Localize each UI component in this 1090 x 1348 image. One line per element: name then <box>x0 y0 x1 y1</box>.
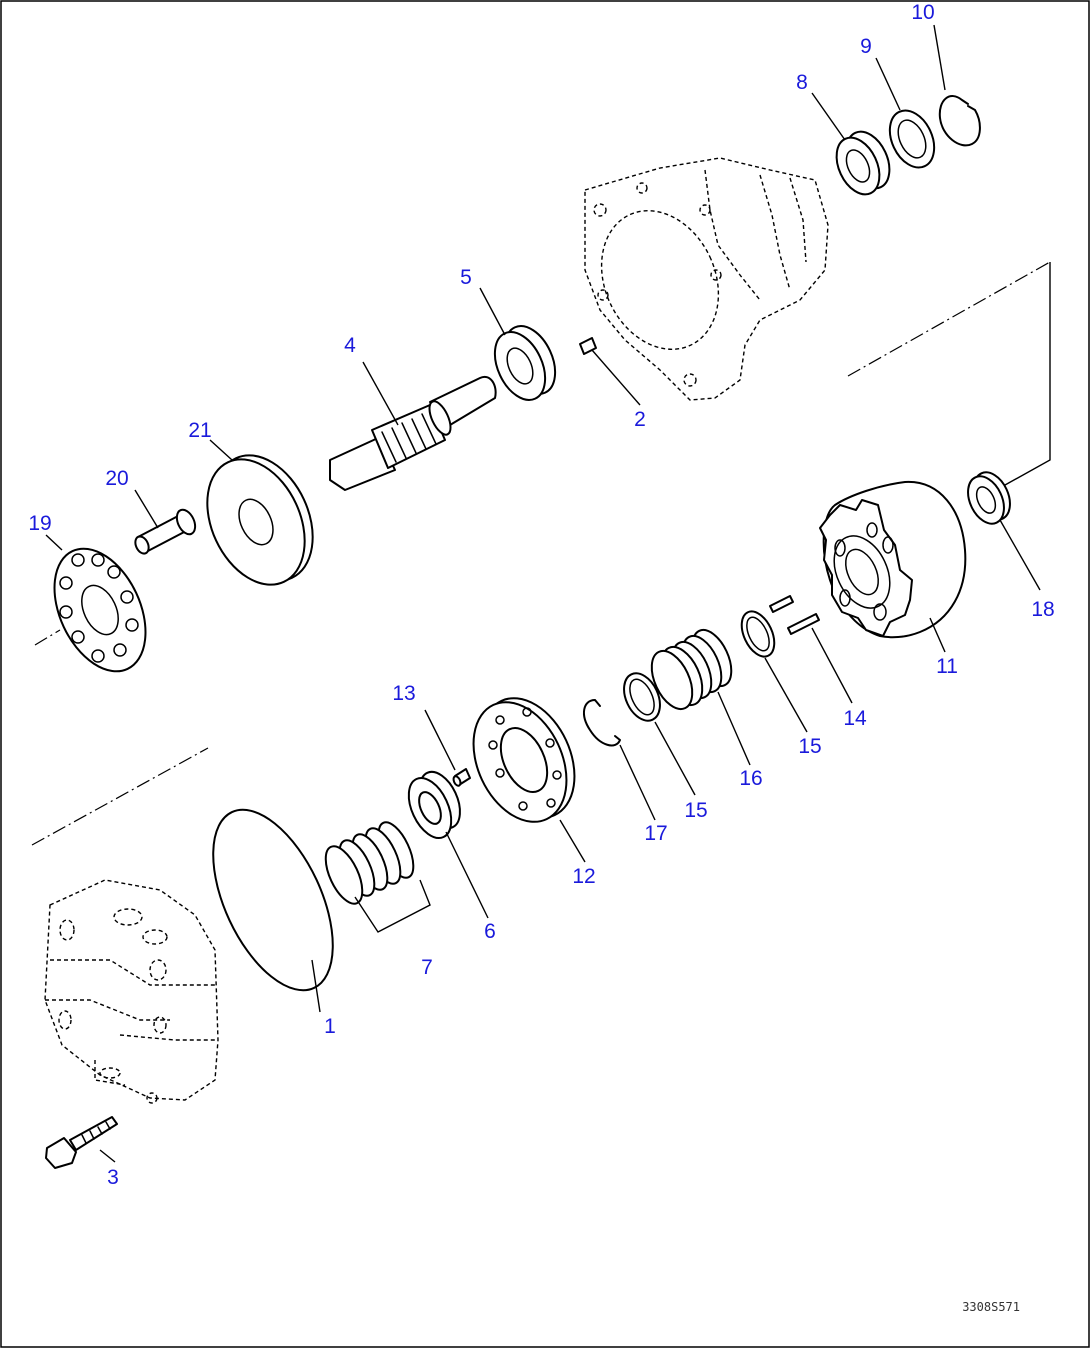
center-lines <box>31 261 1051 846</box>
part-label-14: 14 <box>843 707 867 730</box>
part-label-13: 13 <box>392 682 415 705</box>
drawing-code: 3308S571 <box>962 1300 1020 1314</box>
cylinder-block-11 <box>819 480 967 639</box>
part-label-8: 8 <box>796 71 808 94</box>
part-label-16: 16 <box>739 767 762 790</box>
motor-housing-hidden <box>584 157 829 401</box>
part-label-21: 21 <box>188 419 211 442</box>
part-label-4: 4 <box>344 334 356 357</box>
part-label-1: 1 <box>324 1015 336 1038</box>
snap-ring-17 <box>583 699 621 747</box>
snap-ring-10 <box>938 95 981 147</box>
part-label-17: 17 <box>644 822 667 845</box>
part-label-6: 6 <box>484 920 496 943</box>
part-label-18: 18 <box>1031 598 1054 621</box>
part-label-15-upper: 15 <box>798 735 821 758</box>
part-label-11: 11 <box>936 655 958 678</box>
bearing-6 <box>407 770 461 839</box>
bearing-8 <box>835 130 891 196</box>
part-label-7: 7 <box>421 956 433 979</box>
part-label-15-lower: 15 <box>684 799 707 822</box>
part-label-19: 19 <box>28 512 51 535</box>
part-label-20: 20 <box>105 467 128 490</box>
part-label-2: 2 <box>634 408 646 431</box>
leader-lines <box>45 24 1051 1163</box>
bolt-3 <box>45 1116 118 1169</box>
retainer-plate-19 <box>53 547 147 673</box>
valve-plate-12 <box>472 697 576 823</box>
ring-15-upper <box>740 610 776 658</box>
pin-13 <box>452 768 471 787</box>
part-label-9: 9 <box>860 35 872 58</box>
spring-16 <box>650 628 733 710</box>
ring-15-lower <box>623 672 661 722</box>
o-ring-1 <box>212 808 334 992</box>
washer-21 <box>206 454 314 586</box>
shaft-4 <box>329 375 497 491</box>
valve-block-hidden <box>44 879 219 1104</box>
shim-9 <box>888 109 936 169</box>
pivot-20 <box>134 508 197 555</box>
part-labels: 1 2 3 4 5 6 7 8 9 10 11 12 13 14 15 15 1… <box>28 1 1054 1189</box>
bearing-5 <box>493 325 557 401</box>
spring-7 <box>324 821 431 933</box>
part-label-10: 10 <box>911 1 934 24</box>
bearing-18 <box>967 471 1011 525</box>
part-label-5: 5 <box>460 266 472 289</box>
part-label-12: 12 <box>572 865 595 888</box>
part-label-3: 3 <box>107 1166 119 1189</box>
pins-14 <box>769 595 820 635</box>
